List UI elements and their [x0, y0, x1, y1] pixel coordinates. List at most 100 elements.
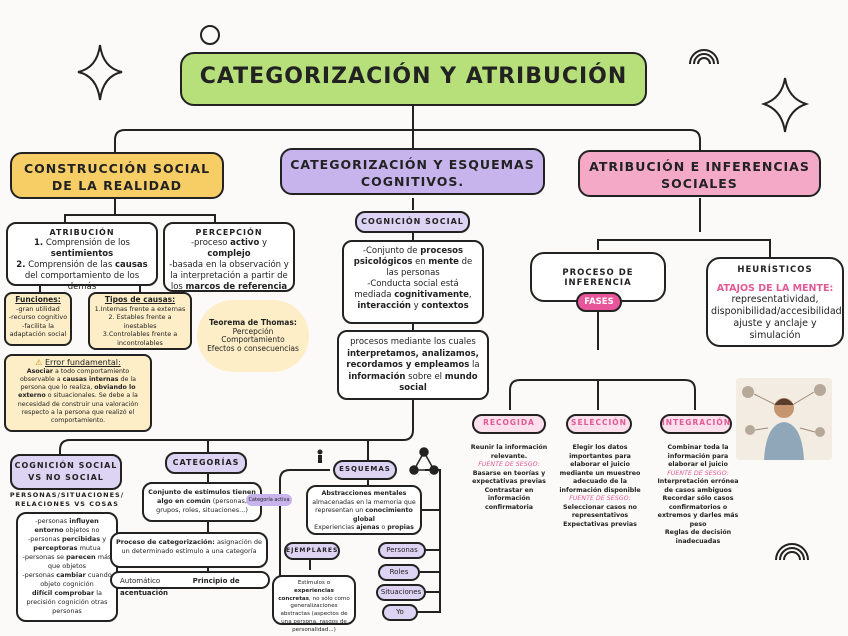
esquema-item-yo: Yo [382, 604, 418, 621]
vs-line-bold: cambiar [56, 571, 86, 579]
vs-line: entorno objetos no [21, 526, 113, 535]
branch-atribucion-inferencias: ATRIBUCIÓN E INFERENCIAS SOCIALES [578, 150, 821, 197]
atribucion-l2-text: Comprensión de las [25, 260, 115, 270]
cs-d1a: -Conjunto de [362, 246, 421, 256]
percepcion-l1c: y [259, 238, 268, 248]
vs-line-tail: más [95, 553, 112, 561]
cs-p4: información [348, 371, 406, 382]
heuristicos-subtitle: ATAJOS DE LA MENTE: [716, 283, 834, 294]
esquema-item-roles: Roles [378, 564, 420, 581]
error-b1: Asociar [26, 367, 53, 375]
tipos-item: 3.Controlables frente a [102, 330, 178, 338]
automatico-pill: Automático Principio de acentuación [110, 571, 270, 597]
proceso-cat-text: asignación de un determinado estímulo a … [121, 538, 263, 555]
error-b2: causas internas [62, 375, 119, 383]
cognicion-social-label: COGNICIÓN SOCIAL [355, 211, 470, 233]
vs-line: objeto cognición [21, 580, 113, 589]
funciones-title: Funciones: [15, 295, 61, 304]
cs-d2e: y [410, 301, 422, 311]
vs-line-tail: objetos no [63, 526, 100, 534]
cs-p6: mundo social [399, 371, 478, 394]
vs-line-text: que objetos [47, 562, 87, 570]
vs-line-tail: la [94, 589, 103, 597]
principio-acentuacion: Principio de acentuación [120, 577, 240, 597]
esquemas-t3: conocimiento global [353, 507, 413, 523]
funciones-box: Funciones: -gran utilidad -recurso cogni… [4, 292, 72, 346]
error-t2: de la persona que lo realiza, [20, 375, 137, 392]
cognicion-social-procesos-box: procesos mediante los cuales interpretam… [337, 330, 489, 400]
vs-line-text: precisión cognición otras [26, 598, 108, 606]
tipos-title: Tipos de causas: [104, 295, 176, 304]
branch-categorizacion-esquemas: CATEGORIZACIÓN Y ESQUEMAS COGNITIVOS. [280, 148, 545, 195]
thomas-item: Comportamiento [221, 335, 285, 344]
percepcion-l3: marcos de referencia [185, 282, 288, 292]
vs-line: precisión cognición otras [21, 598, 113, 607]
vs-line-bold: influyen [69, 517, 99, 525]
atribucion-l1-num: 1. [34, 238, 44, 248]
heuristicos-title: HEURÍSTICOS [737, 265, 813, 275]
main-title: CATEGORIZACIÓN Y ATRIBUCIÓN [180, 52, 647, 106]
vs-line-text: -personas [35, 517, 70, 525]
funciones-item: -gran utilidad [16, 304, 60, 313]
seleccion-content: Elegir los datos importantes para elabor… [558, 444, 642, 529]
cognicion-vs-subtitle: PERSONAS/SITUACIONES/ RELACIONES VS COSA… [9, 491, 125, 508]
percepcion-l2: -basada en la observación y la interpret… [169, 260, 289, 292]
thomas-item: Percepción [232, 326, 274, 336]
recogida-t1: Reunir la información relevante. [470, 444, 548, 460]
sparkle-doodles [77, 25, 810, 561]
percepcion-l1b: activo [230, 238, 260, 248]
cs-p5: sobre el [405, 371, 445, 382]
esquemas-desc-box: Abstracciones mentales almacenadas en la… [306, 485, 422, 535]
teorema-thomas-cloud: Teorema de Thomas: Percepción Comportami… [197, 300, 309, 372]
recogida-t2: Basarse en teorías y expectativas previa… [472, 469, 546, 486]
esquema-item-personas: Personas [378, 542, 426, 559]
vs-line: -personas percibidas y [21, 535, 113, 544]
atribucion-l2-num: 2. [16, 260, 26, 270]
atribucion-title: ATRIBUCIÓN [49, 228, 115, 237]
ej-b1: experiencias concretas [278, 587, 334, 602]
vs-line: difícil comprobar la [21, 589, 113, 598]
cs-d1e: de las personas [386, 257, 473, 278]
heuristicos-text: representatividad, disponibilidad/accesi… [711, 294, 845, 341]
integracion-t1: Combinar toda la información para elabor… [667, 444, 729, 468]
vs-line: -personas se parecen más [21, 553, 113, 562]
tipos-item: 2. Estables frente a inestables [108, 313, 172, 330]
recogida-content: Reunir la información relevante. FUENTE … [466, 444, 552, 512]
funciones-item: adaptación social [9, 330, 67, 338]
vs-line: -personas influyen [21, 517, 113, 526]
esquemas-t1: Abstracciones mentales [321, 490, 407, 497]
cs-p3: la [469, 360, 480, 370]
error-title: Error fundamental: [44, 358, 121, 367]
atribucion-l1-bold: sentimientos [50, 249, 114, 259]
seleccion-label: SELECCIÓN [566, 414, 632, 434]
vs-line-bold: percibidas [62, 535, 101, 543]
categorias-desc-box: Conjunto de estímulos tienen algo en com… [142, 482, 262, 522]
cs-p1: procesos mediante los cuales [350, 337, 476, 347]
thomas-item: Efectos o consecuencias [207, 343, 299, 353]
integracion-sesgo: FUENTE DE SESGO: [667, 469, 729, 477]
thomas-title: Teorema de Thomas: [209, 318, 297, 327]
tipos-causas-box: Tipos de causas: 1.Internas frente a ext… [88, 292, 192, 350]
network-icon [409, 447, 439, 475]
person-icon [317, 449, 323, 463]
error-t3: o situacionales. Se debe a la necesidad … [17, 392, 139, 425]
esquemas-t4: Experiencias [314, 524, 357, 532]
branch-construccion-social: CONSTRUCCIÓN SOCIAL DE LA REALIDAD [10, 152, 224, 199]
recogida-label: RECOGIDA [472, 414, 546, 434]
atribucion-l2-tail: del comportamiento de los demás [24, 271, 140, 292]
vs-line: -personas cambiar cuando [21, 571, 113, 580]
cs-d1c: en [412, 257, 429, 267]
integracion-t2: Interpretación errónea de casos ambiguos [657, 478, 739, 494]
percepcion-box: PERCEPCIÓN -proceso activo y complejo -b… [163, 222, 295, 292]
recogida-t3: Contrastar en información confirmatoria [484, 486, 534, 511]
percepcion-title: PERCEPCIÓN [195, 228, 263, 237]
funciones-item: -facilita la [22, 321, 54, 330]
vs-line-text: personas [52, 607, 82, 615]
person-thinking-icon [742, 384, 826, 460]
categorias-label: CATEGORÍAS [165, 452, 247, 474]
vs-line-text: -personas [27, 535, 62, 543]
error-t1: a todo comportamiento observable a [19, 367, 130, 383]
ejemplares-desc-box: Estímulos o experiencias concretas, no s… [272, 575, 356, 633]
atribucion-box: ATRIBUCIÓN 1. Comprensión de los sentimi… [6, 222, 158, 292]
